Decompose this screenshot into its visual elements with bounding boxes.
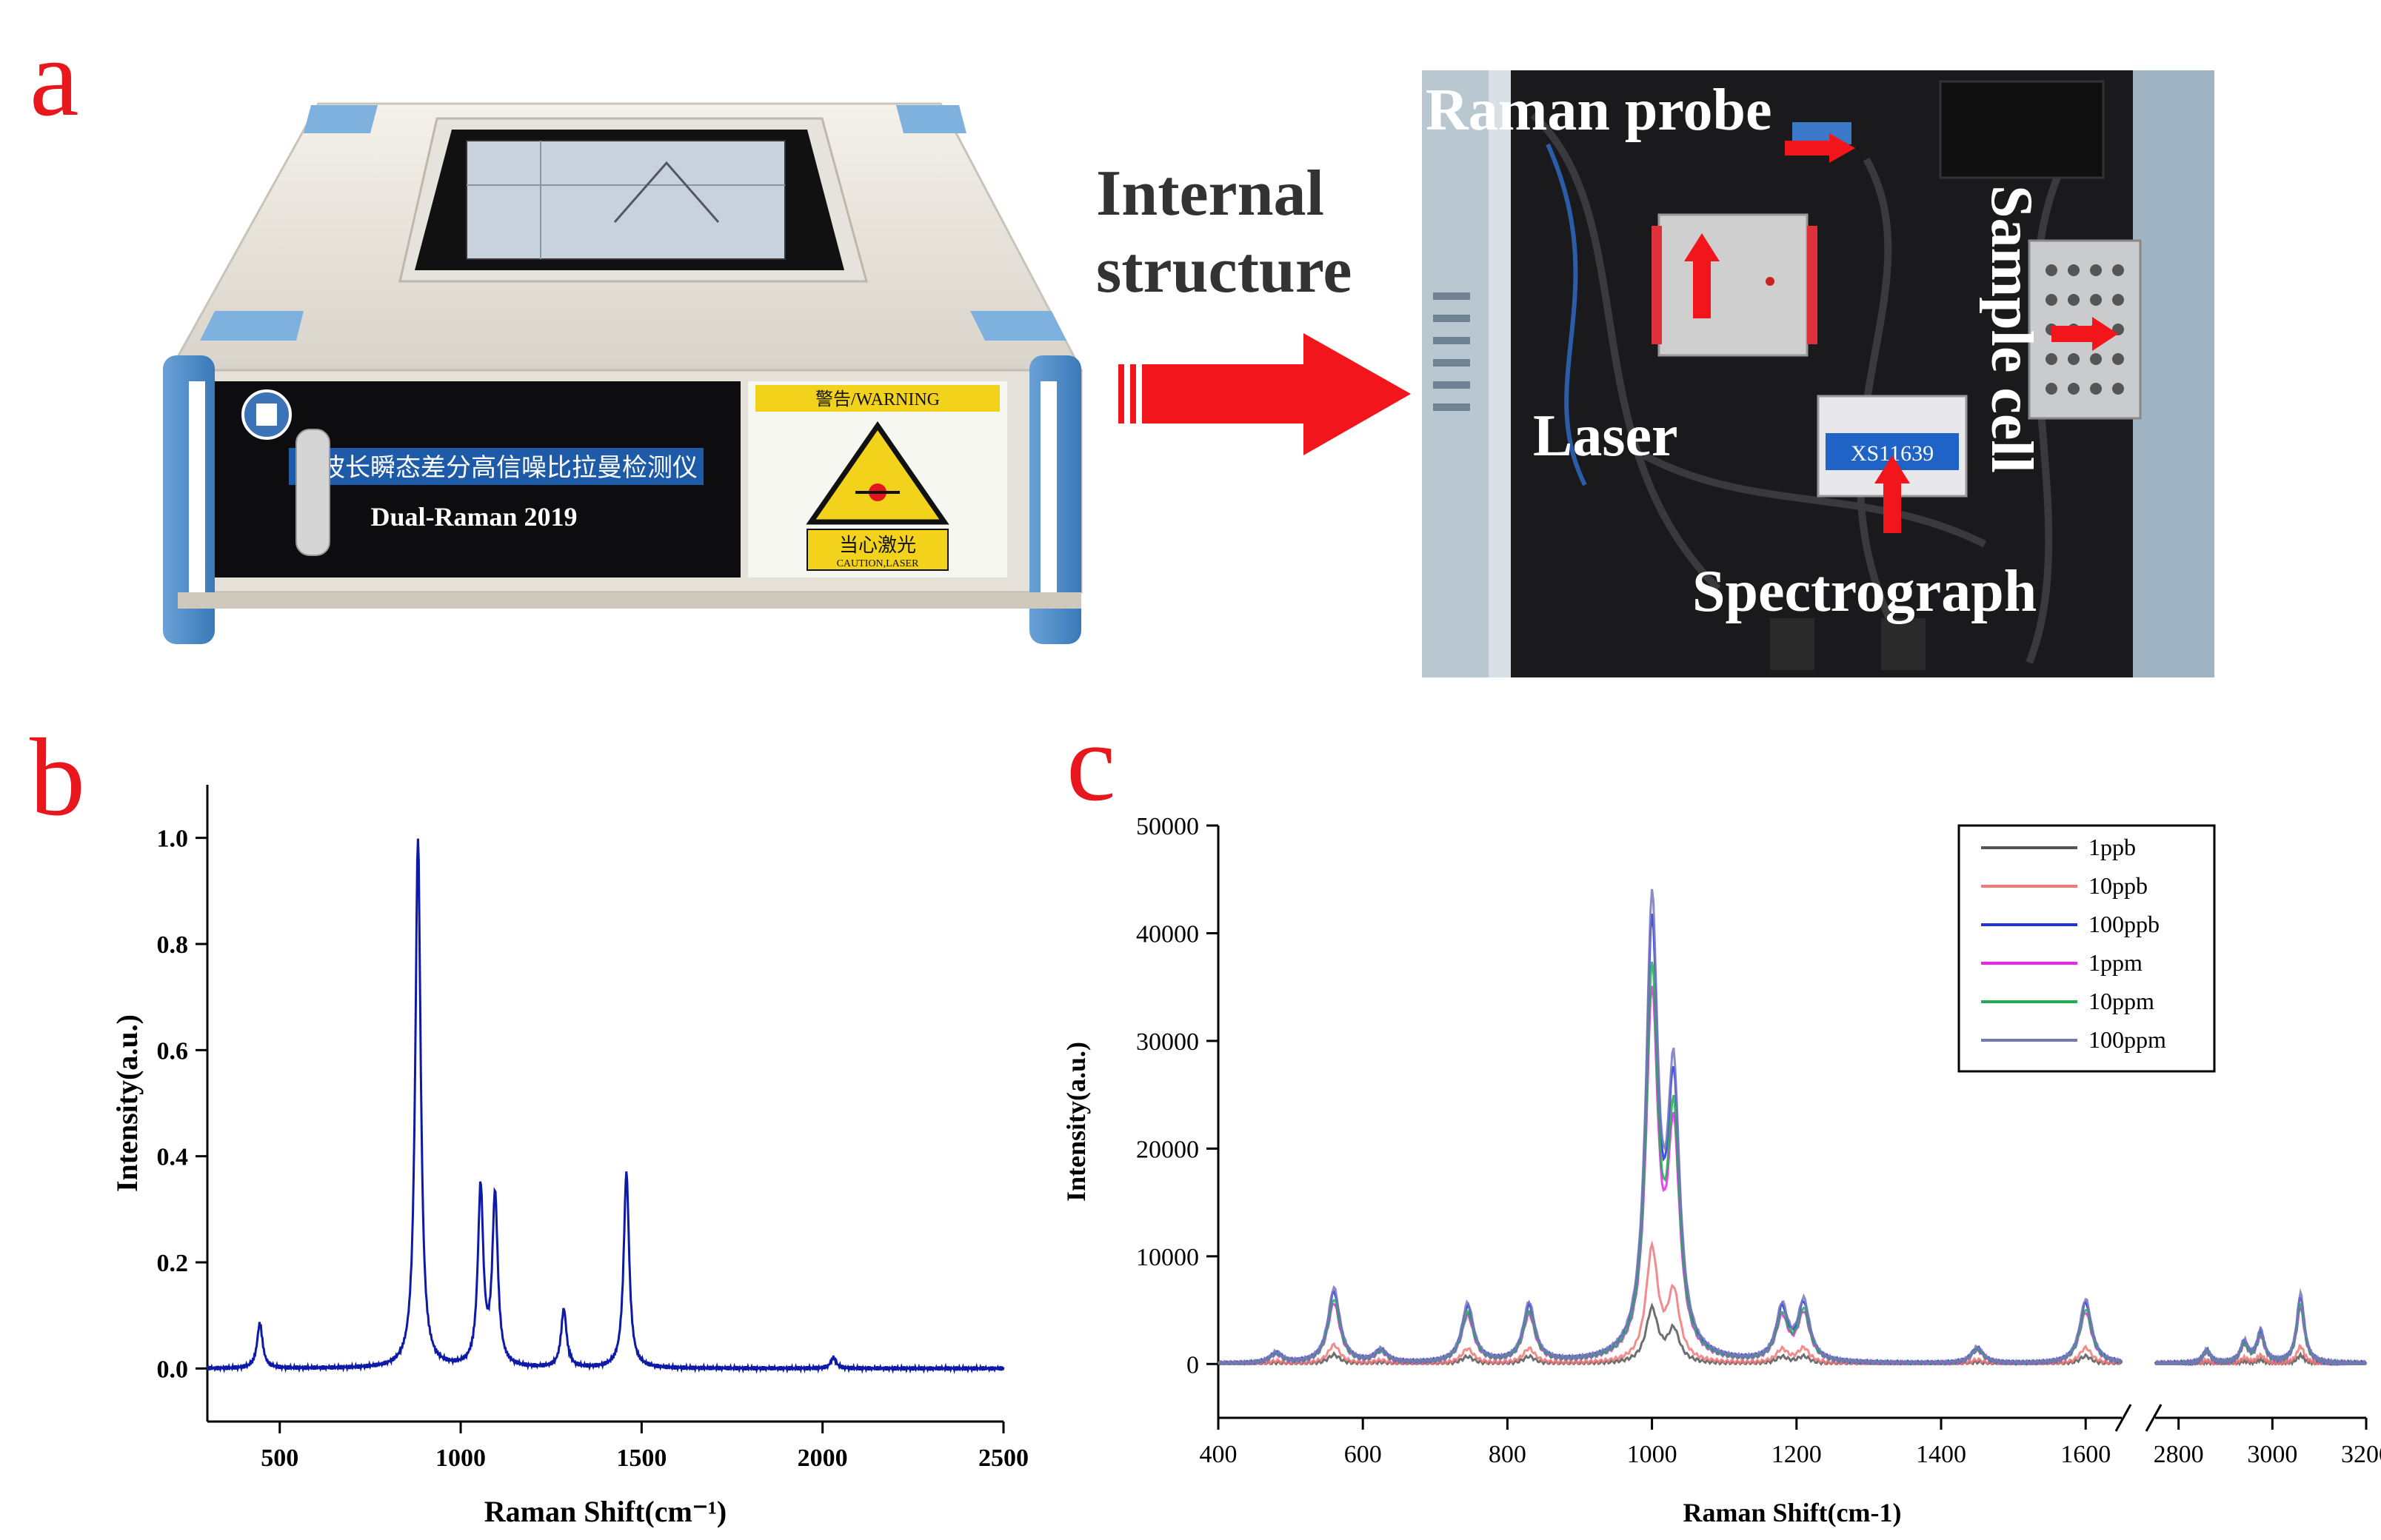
c-legend-label: 10ppb <box>2088 872 2148 899</box>
b-y-tick-label: 1.0 <box>157 826 189 853</box>
c-y-tick-label: 20000 <box>1136 1136 1199 1163</box>
c-x-tick-label: 800 <box>1489 1441 1526 1468</box>
b-x-tick-label: 500 <box>261 1444 298 1472</box>
touchscreen <box>466 140 786 260</box>
c-x-axis-label: Raman Shift(cm-1) <box>1683 1498 1902 1527</box>
c-axis-break-mark <box>2114 1404 2132 1432</box>
c-x-tick-label: 1200 <box>1771 1441 1822 1468</box>
b-x-axis-label: Raman Shift(cm⁻¹) <box>484 1495 727 1528</box>
laser-warning-icon <box>806 421 949 525</box>
c-y-tick-label: 10000 <box>1136 1244 1199 1271</box>
c-series-line <box>1218 888 2123 1366</box>
c-legend-label: 100ppb <box>2088 911 2160 937</box>
c-y-tick-label: 50000 <box>1136 813 1199 840</box>
b-y-tick-label: 0.4 <box>157 1144 189 1171</box>
panel-c-letter: c <box>1066 701 1116 824</box>
chart-b: 500 1000 1500 2000 2500 0.0 0.2 0.4 0.6 0.8 1.0Ram… <box>110 785 1029 1528</box>
c-x-tick-label: 2800 <box>2154 1441 2204 1468</box>
b-y-tick-label: 0.2 <box>157 1250 189 1277</box>
c-legend-label: 1ppm <box>2088 949 2143 976</box>
raman-probe-label: Raman probe <box>1426 78 1771 143</box>
panel-b-letter: b <box>30 716 85 839</box>
door-handle <box>295 429 330 556</box>
laser-label: Laser <box>1533 404 1678 469</box>
c-legend-label: 100ppm <box>2088 1026 2166 1053</box>
b-spectrum-line <box>206 838 1005 1374</box>
caution-en: CAUTION,LASER <box>837 558 919 569</box>
c-y-tick-label: 0 <box>1186 1351 1199 1379</box>
c-series-line <box>1218 1240 2123 1366</box>
device-cn-name: 双波长瞬态差分高信噪比拉曼检测仪 <box>295 454 698 482</box>
b-x-tick-label: 1000 <box>435 1444 486 1472</box>
c-y-tick-label: 30000 <box>1136 1028 1199 1056</box>
laser-module <box>1657 213 1809 357</box>
spectrograph-label: Spectrograph <box>1692 559 2037 624</box>
internal-structure-photo: XS11639 Raman probe Laser Spectrograph S… <box>1422 70 2214 677</box>
panel-a-letter: a <box>30 16 79 139</box>
c-legend: 1ppb 10ppb 100ppb 1ppm 10ppm 100ppm <box>1957 824 2216 1073</box>
c-x-tick-label: 400 <box>1200 1441 1238 1468</box>
b-x-tick-label: 1500 <box>616 1444 667 1472</box>
c-y-tick-label: 40000 <box>1136 920 1199 948</box>
caution-cn: 当心激光 <box>839 535 916 556</box>
c-x-tick-label: 1000 <box>1627 1441 1677 1468</box>
c-x-tick-label: 3000 <box>2247 1441 2297 1468</box>
b-y-axis-label: Intensity(a.u.) <box>110 1014 144 1192</box>
c-x-tick-label: 1400 <box>1916 1441 1966 1468</box>
probe-box <box>1939 80 2105 179</box>
warning-text: 警告/WARNING <box>815 389 940 409</box>
c-legend-label: 10ppm <box>2088 988 2154 1014</box>
b-y-tick-label: 0.0 <box>157 1356 189 1383</box>
c-series-line <box>2154 1288 2368 1367</box>
c-legend-box <box>1957 824 2216 1073</box>
c-legend-label: 1ppb <box>2088 834 2136 860</box>
c-y-axis-label: Intensity(a.u.) <box>1061 1042 1091 1202</box>
internal-structure-label: Internal structure <box>1096 158 1352 307</box>
c-axis-break-mark <box>2145 1404 2163 1432</box>
red-arrow-icon <box>1118 333 1411 455</box>
b-y-tick-label: 0.6 <box>157 1037 189 1065</box>
b-x-tick-label: 2500 <box>978 1444 1029 1472</box>
b-y-tick-label: 0.8 <box>157 931 189 959</box>
device-model: Dual-Raman 2019 <box>370 502 577 532</box>
c-x-tick-label: 600 <box>1344 1441 1382 1468</box>
sample-cell-label: Sample cell <box>1979 185 2044 473</box>
b-x-tick-label: 2000 <box>798 1444 848 1472</box>
device-photo: 双波长瞬态差分高信噪比拉曼检测仪 Dual-Raman 2019 警告/WARN… <box>163 102 1083 644</box>
c-x-tick-label: 1600 <box>2060 1441 2111 1468</box>
